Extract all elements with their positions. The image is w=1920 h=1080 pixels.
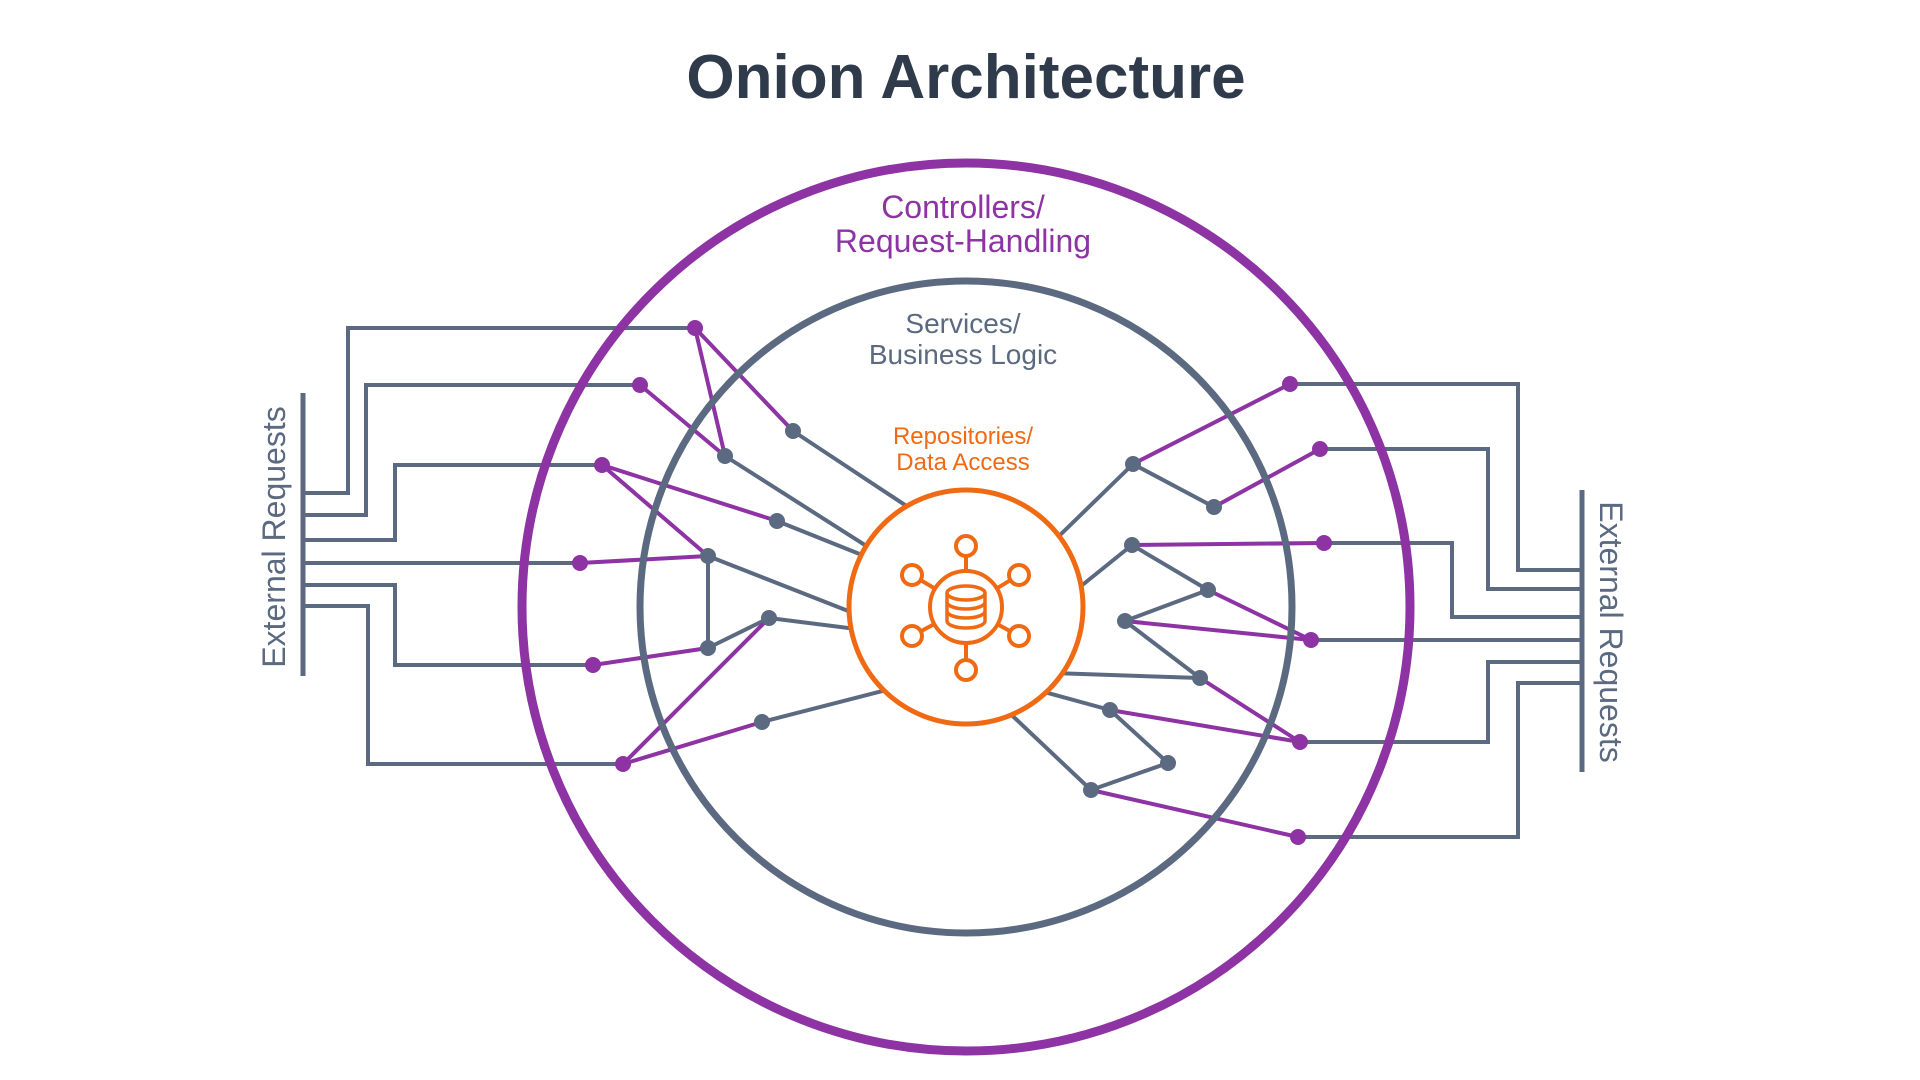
controllers-label: Controllers/ Request-Handling bbox=[835, 189, 1091, 259]
services-label-line1: Services/ bbox=[905, 308, 1020, 339]
controller-link bbox=[592, 646, 709, 667]
services-label: Services/ Business Logic bbox=[869, 308, 1057, 370]
hub-port bbox=[1007, 624, 1031, 648]
service-node bbox=[717, 448, 733, 464]
left-connector bbox=[303, 604, 623, 766]
controller-link bbox=[1124, 619, 1312, 642]
controller-node bbox=[594, 457, 610, 473]
controller-link bbox=[1131, 541, 1325, 547]
controller-node bbox=[1292, 734, 1308, 750]
service-link bbox=[707, 616, 770, 650]
database-icon bbox=[945, 584, 987, 630]
controller-link bbox=[1090, 788, 1299, 839]
service-node bbox=[1206, 499, 1222, 515]
right-connector bbox=[1324, 541, 1582, 619]
service-node bbox=[1117, 613, 1133, 629]
service-link bbox=[1132, 462, 1215, 509]
right-connector bbox=[1298, 681, 1582, 839]
service-node bbox=[761, 610, 777, 626]
left-connector bbox=[303, 326, 695, 495]
repositories-label-line1: Repositories/ bbox=[893, 423, 1033, 450]
controller-link bbox=[622, 720, 763, 766]
left-connector bbox=[303, 463, 602, 542]
external-requests-left-label: External Requests bbox=[256, 406, 292, 667]
nodes bbox=[572, 320, 1332, 845]
hub-port bbox=[900, 563, 924, 587]
service-link bbox=[1130, 543, 1210, 592]
controller-link bbox=[693, 327, 727, 457]
service-link bbox=[1108, 708, 1170, 765]
service-node bbox=[1200, 582, 1216, 598]
controller-node bbox=[1282, 376, 1298, 392]
controller-node bbox=[1316, 535, 1332, 551]
service-node bbox=[1192, 670, 1208, 686]
controllers-label-line1: Controllers/ bbox=[881, 189, 1045, 225]
service-node bbox=[1124, 537, 1140, 553]
service-node bbox=[1102, 702, 1118, 718]
controller-node bbox=[1290, 829, 1306, 845]
hub-port bbox=[954, 534, 978, 558]
left-connector bbox=[303, 583, 593, 667]
controller-link bbox=[621, 616, 771, 766]
controller-node bbox=[1312, 441, 1328, 457]
controller-link bbox=[638, 383, 727, 458]
controller-node bbox=[615, 756, 631, 772]
service-node bbox=[700, 640, 716, 656]
right-connector bbox=[1300, 660, 1582, 744]
repositories-label: Repositories/ Data Access bbox=[893, 423, 1033, 476]
hub-port bbox=[1007, 563, 1031, 587]
controller-link bbox=[1198, 676, 1302, 744]
controller-node bbox=[632, 377, 648, 393]
service-link bbox=[1123, 619, 1202, 680]
service-node bbox=[785, 423, 801, 439]
service-node bbox=[1160, 755, 1176, 771]
service-link bbox=[1090, 761, 1169, 792]
external-requests-right-label: External Requests bbox=[1593, 501, 1629, 762]
right-connector bbox=[1290, 382, 1582, 572]
service-node bbox=[769, 513, 785, 529]
controller-link bbox=[1132, 382, 1291, 466]
controller-node bbox=[687, 320, 703, 336]
repositories-label-line2: Data Access bbox=[896, 449, 1029, 476]
diagram-title: Onion Architecture bbox=[686, 43, 1245, 112]
service-node bbox=[1083, 782, 1099, 798]
service-node bbox=[754, 714, 770, 730]
service-node bbox=[1125, 456, 1141, 472]
services-label-line2: Business Logic bbox=[869, 339, 1057, 370]
controller-link bbox=[601, 463, 778, 523]
controller-node bbox=[585, 657, 601, 673]
controller-link bbox=[693, 326, 795, 433]
controllers-layer-ring bbox=[517, 158, 1415, 1056]
hub-port bbox=[954, 658, 978, 682]
controller-node bbox=[1303, 632, 1319, 648]
left-connector bbox=[303, 383, 640, 517]
service-link bbox=[1124, 588, 1209, 623]
services-layer-ring bbox=[636, 277, 1296, 937]
controller-node bbox=[572, 555, 588, 571]
service-node bbox=[700, 548, 716, 564]
right-connector bbox=[1320, 447, 1582, 591]
hub-port bbox=[900, 624, 924, 648]
controllers-label-line2: Request-Handling bbox=[835, 223, 1091, 259]
hub-center bbox=[928, 569, 1004, 645]
